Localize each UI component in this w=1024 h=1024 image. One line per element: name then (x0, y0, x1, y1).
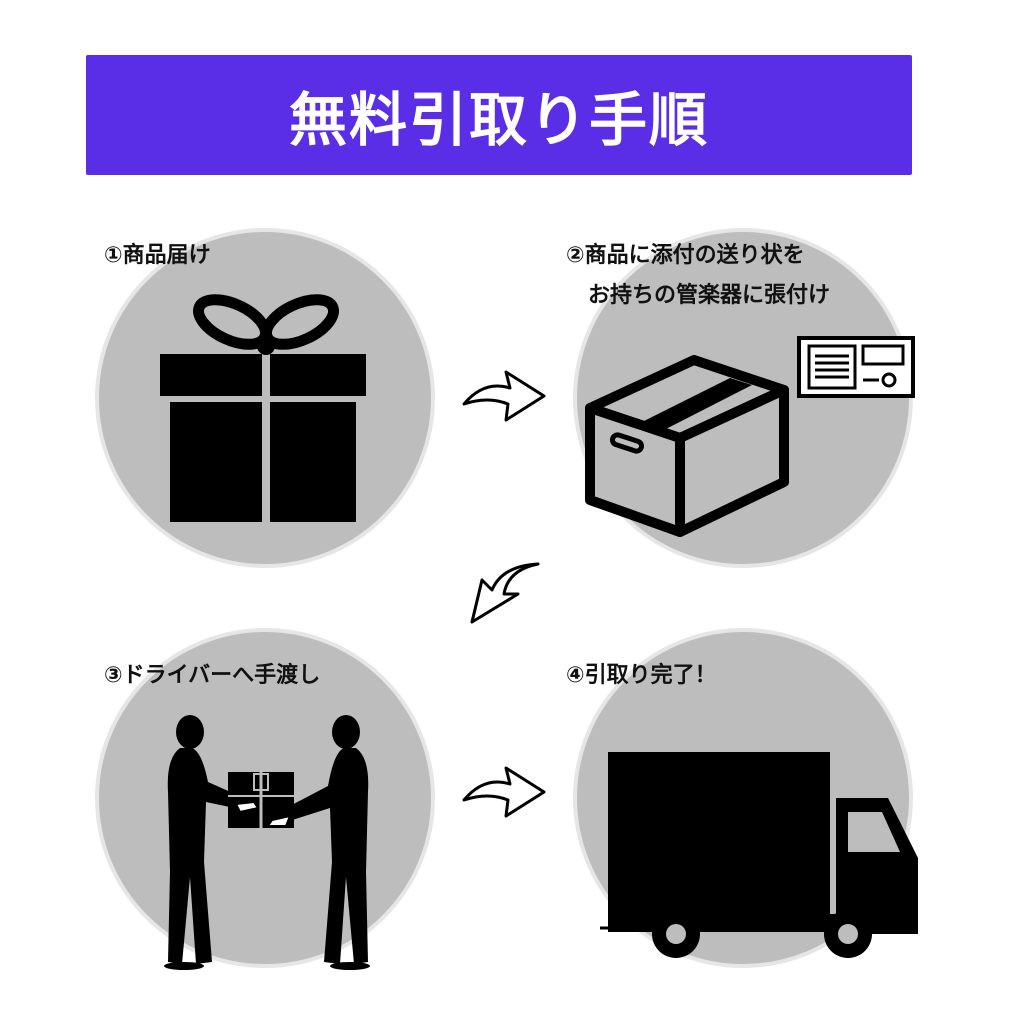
step-2-label: ②商品に添付の送り状を お持ちの管楽器に張付け (566, 236, 830, 316)
step-1-label: ①商品届け (104, 236, 211, 276)
curved-arrow-icon (462, 370, 546, 422)
step-4-label: ④引取り完了！ (566, 656, 717, 696)
shipping-label-icon (797, 336, 915, 398)
step-3-label: ③ドライバーへ手渡し (104, 656, 320, 696)
step-1-label-line: ①商品届け (104, 243, 211, 268)
handover-icon (164, 715, 370, 970)
step-1-circle (95, 228, 435, 568)
step-2-label-line-2: お持ちの管楽器に張付け (566, 283, 831, 308)
title-banner: 無料引取り手順 (86, 55, 912, 175)
gift-icon (160, 294, 366, 522)
truck-icon (600, 752, 918, 958)
cardboard-box-icon (585, 355, 789, 537)
step-3-label-line: ③ドライバーへ手渡し (104, 663, 321, 688)
page-title: 無料引取り手順 (288, 86, 709, 154)
step-4-label-line: ④引取り完了！ (566, 663, 717, 688)
curved-arrow-icon (470, 562, 540, 624)
step-2-label-line-1: ②商品に添付の送り状を (566, 243, 805, 268)
curved-arrow-icon (462, 766, 546, 818)
